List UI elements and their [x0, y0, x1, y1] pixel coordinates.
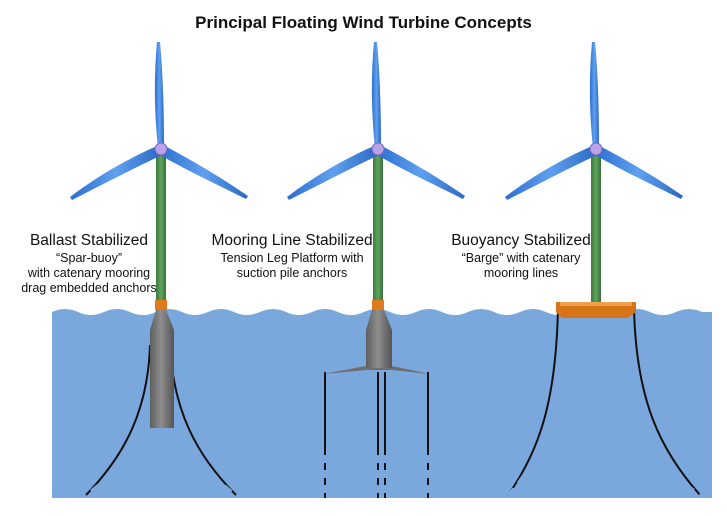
transition-piece — [372, 300, 384, 310]
mooring-line-left — [85, 344, 151, 496]
blade-right — [377, 146, 465, 199]
transition-piece — [155, 300, 167, 310]
hub — [154, 142, 168, 156]
concept-heading: Mooring Line Stabilized — [211, 232, 373, 249]
hub — [589, 142, 603, 156]
sea — [52, 309, 712, 498]
blade-right — [595, 146, 683, 199]
concept-desc-line: with catenary mooring — [27, 266, 151, 280]
tension-leg-turbine — [287, 42, 465, 498]
concept-label-mooring: Mooring Line Stabilized Tension Leg Plat… — [200, 231, 384, 281]
concept-label-ballast: Ballast Stabilized “Spar-buoy” with cate… — [0, 231, 178, 296]
blade-left — [287, 146, 379, 200]
blade-up — [371, 42, 381, 148]
concept-heading: Ballast Stabilized — [29, 232, 149, 249]
mooring-line-right — [633, 307, 701, 496]
mooring-line-left — [507, 307, 559, 496]
concept-desc-line: “Spar-buoy” — [56, 251, 122, 265]
blade-right — [160, 146, 248, 199]
blade-left — [70, 146, 162, 200]
concept-desc-line: suction pile anchors — [236, 266, 348, 280]
tower — [156, 150, 166, 300]
concept-desc-line: “Barge” with catenary — [461, 251, 581, 265]
spar-hull — [150, 310, 174, 428]
blade-up — [154, 42, 164, 148]
concept-desc-line: Tension Leg Platform with — [220, 251, 364, 265]
blade-up — [589, 42, 599, 148]
blade-left — [505, 146, 597, 200]
tlp-spokes — [323, 366, 430, 374]
spar-buoy-turbine — [70, 42, 248, 497]
tower — [373, 150, 383, 300]
concept-desc-line: drag embedded anchors — [21, 281, 157, 295]
diagram-title: Principal Floating Wind Turbine Concepts — [195, 13, 532, 32]
tlp-hull — [366, 310, 392, 368]
tower — [591, 150, 601, 302]
hub — [371, 142, 385, 156]
concept-desc-line: mooring lines — [483, 266, 559, 280]
barge-turbine — [505, 42, 701, 497]
concept-heading: Buoyancy Stabilized — [451, 232, 591, 249]
concept-label-buoyancy: Buoyancy Stabilized “Barge” with catenar… — [436, 231, 606, 281]
